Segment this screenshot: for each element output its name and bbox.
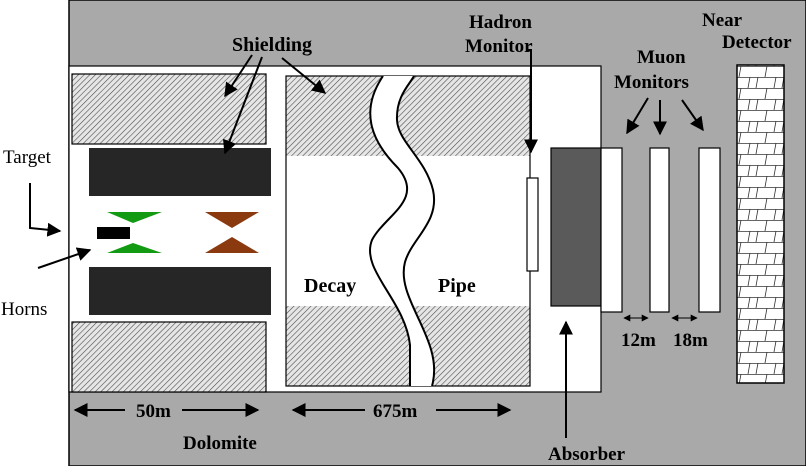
absorber-block — [550, 147, 602, 307]
label-hadron-line1: Hadron — [469, 12, 532, 33]
muon-monitor-1 — [600, 147, 623, 313]
shielding-arrow-1 — [224, 54, 253, 98]
shielding-block-top — [71, 73, 267, 145]
target-arrow — [29, 183, 62, 237]
steel-shielding-top — [89, 148, 271, 196]
hadron-monitor — [526, 177, 539, 272]
label-horns: Horns — [1, 299, 47, 320]
horn-2-top — [205, 212, 259, 228]
target-block — [97, 227, 130, 239]
horns-arrow — [37, 247, 92, 269]
label-hadron-line2: Monitor — [465, 36, 533, 57]
label-decay: Decay — [304, 275, 356, 297]
label-near-line1: Near — [702, 10, 743, 31]
label-shielding: Shielding — [232, 34, 312, 56]
label-muon-line1: Muon — [637, 47, 686, 68]
label-near-line2: Detector — [722, 32, 792, 53]
shielding-arrow-3 — [281, 57, 327, 94]
muon-arrow-1 — [626, 97, 649, 135]
steel-shielding-bottom — [89, 267, 271, 315]
muon-arrow-3 — [681, 99, 704, 132]
muon-monitor-3 — [698, 147, 721, 313]
pipe-break-left-edge — [369, 75, 411, 386]
muon-monitor-2 — [649, 147, 670, 313]
label-pipe: Pipe — [438, 275, 476, 297]
label-675m: 675m — [373, 401, 418, 422]
horn-2-bottom — [205, 237, 259, 253]
pipe-break-right-edge — [395, 75, 436, 387]
shielding-arrow-2 — [222, 56, 263, 155]
label-18m: 18m — [673, 330, 708, 351]
label-absorber: Absorber — [548, 444, 626, 465]
horn-1-top — [107, 212, 162, 223]
hadron-monitor-arrow — [524, 49, 538, 154]
label-muon-line2: Monitors — [614, 72, 689, 93]
decay-shielding-top — [286, 76, 530, 156]
label-target: Target — [3, 147, 52, 168]
near-detector — [736, 64, 785, 384]
label-50m: 50m — [136, 401, 171, 422]
horn-1-bottom — [107, 243, 162, 253]
label-dolomite: Dolomite — [183, 433, 257, 454]
shielding-block-bottom — [71, 321, 267, 393]
label-12m: 12m — [621, 330, 656, 351]
